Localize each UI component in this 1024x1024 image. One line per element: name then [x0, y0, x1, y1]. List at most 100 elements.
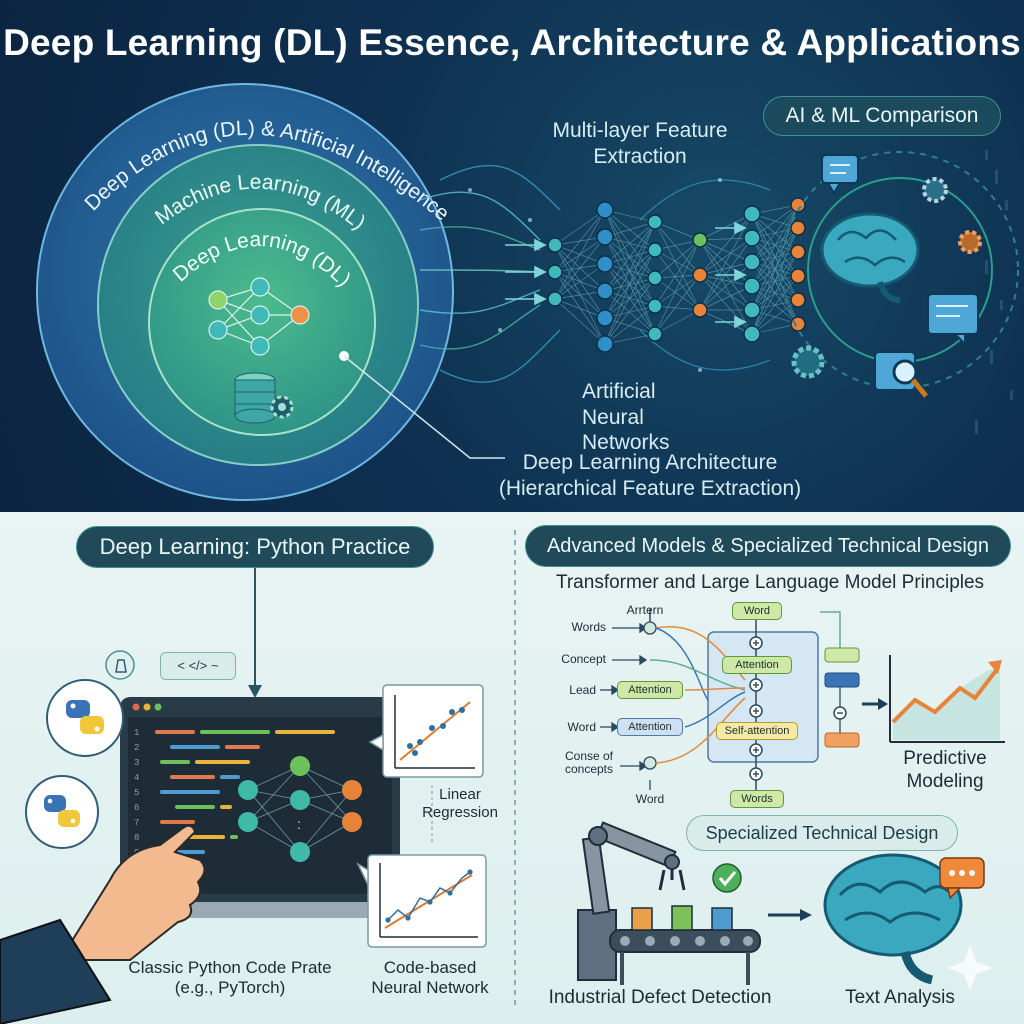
network-node: [743, 301, 761, 319]
label-arrtern: Arrtern: [626, 603, 664, 617]
network-node: [647, 298, 663, 314]
label-concept: Concept: [561, 652, 606, 666]
python-logo-icon: [25, 775, 99, 849]
predictive-modeling-chart: [889, 655, 1005, 743]
network-node: [647, 270, 663, 286]
line-number: 7: [134, 818, 139, 828]
flask-icon: [105, 650, 135, 680]
code-line: [160, 760, 190, 764]
database-icon: [234, 372, 276, 424]
network-node: [596, 201, 614, 219]
svg-text::: :: [297, 816, 301, 832]
network-node: [790, 197, 806, 213]
brain-icon: [823, 853, 963, 985]
network-node: [692, 267, 708, 283]
magnifier-icon: [874, 351, 928, 398]
line-number: 3: [134, 758, 139, 768]
network-node: [692, 232, 708, 248]
network-node: [647, 242, 663, 258]
code-line: [200, 730, 270, 734]
code-line: [170, 775, 215, 779]
advanced-models-header: Advanced Models & Specialized Technical …: [525, 525, 1011, 567]
box-words-bottom: Words: [730, 790, 784, 808]
box-attention-left2: Attention: [617, 718, 683, 736]
network-node: [743, 253, 761, 271]
linear-regression-panel: [368, 684, 484, 778]
text-analysis-label: Text Analysis: [845, 987, 955, 1008]
network-node: [647, 214, 663, 230]
network-node: [790, 268, 806, 284]
network-node: [790, 220, 806, 236]
neural-network-diagram: [419, 164, 901, 383]
network-node: [547, 237, 563, 253]
ai-ml-comparison-pill: AI & ML Comparison: [763, 96, 1001, 136]
gear-icon: [791, 177, 982, 379]
industrial-defect-label: Industrial Defect Detection: [548, 987, 772, 1008]
network-node: [790, 292, 806, 308]
mini-network-icon: [208, 277, 310, 356]
box-word-top: Word: [732, 602, 782, 620]
conveyor-belt: [609, 905, 761, 985]
code-tag-pill: < </> ~: [160, 652, 236, 680]
network-node: [647, 326, 663, 342]
output-box-orange: [824, 732, 860, 748]
network-node: [743, 229, 761, 247]
line-number: 4: [134, 773, 139, 783]
page-title: Deep Learning (DL) Essence, Architecture…: [3, 22, 1021, 63]
chat-bubble-icon: [821, 154, 859, 195]
code-line: [160, 790, 220, 794]
robot-arm-icon: [577, 821, 686, 981]
label-lead: Lead: [569, 683, 596, 697]
line-number: 8: [134, 833, 139, 843]
pointer-line: [343, 355, 505, 459]
network-node: [547, 264, 563, 280]
ai-ml-icons: [781, 151, 1019, 398]
transformer-subheader: Transformer and Large Language Model Pri…: [555, 572, 985, 593]
python-logo-icon: [46, 679, 124, 757]
network-node: [790, 244, 806, 260]
code-line: [195, 760, 250, 764]
network-node: [692, 302, 708, 318]
python-practice-header: Deep Learning: Python Practice: [76, 526, 434, 568]
top-background-art: [975, 150, 1013, 434]
code-window-icon: [927, 293, 979, 347]
box-attention-left1: Attention: [617, 681, 683, 699]
box-attention-center: Attention: [722, 656, 792, 674]
network-node: [743, 325, 761, 343]
label-words: Words: [571, 620, 606, 634]
code-line: [230, 835, 238, 839]
venn-diagram: Deep Learning (DL) & Artificial Intellig…: [36, 83, 505, 501]
output-box-blue: [824, 672, 860, 688]
code-line: [220, 805, 232, 809]
ann-label: Artificial Neural Networks: [582, 380, 670, 455]
code-line: [275, 730, 335, 734]
specialized-design-pill: Specialized Technical Design: [686, 815, 958, 851]
line-number: 5: [134, 788, 139, 798]
label-word: Word: [567, 720, 596, 734]
code-line: [175, 805, 215, 809]
architecture-label: Deep Learning Architecture (Hierarchical…: [480, 450, 820, 501]
architecture-line2: (Hierarchical Feature Extraction): [498, 476, 802, 500]
ai-ml-comparison-label: AI & ML Comparison: [785, 104, 979, 127]
architecture-line1: Deep Learning Architecture: [522, 451, 778, 474]
network-node: [596, 309, 614, 327]
label-word-bottom: Word: [635, 792, 665, 806]
line-number: 2: [134, 743, 139, 753]
network-node: [596, 282, 614, 300]
network-node: [596, 335, 614, 353]
network-node: [547, 291, 563, 307]
pointing-hand-icon: [0, 824, 206, 1024]
network-node: [596, 255, 614, 273]
code-based-network-panel: [356, 854, 487, 948]
label-conse-of-concepts: Conse of concepts: [564, 749, 614, 777]
code-line: [160, 820, 195, 824]
code-line: [225, 745, 260, 749]
chat-bubble-icon: [939, 857, 985, 900]
sparkle-icon: [947, 945, 993, 991]
code-line: [170, 745, 220, 749]
classic-python-label: Classic Python Code Prate (e.g., PyTorch…: [128, 958, 332, 998]
